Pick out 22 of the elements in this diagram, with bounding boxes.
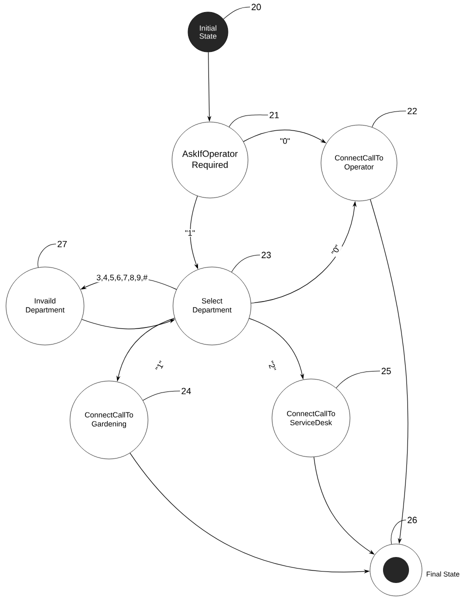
callout-number: 20 bbox=[252, 4, 261, 10]
callout-number: 23 bbox=[262, 252, 271, 258]
edge-label: "1" bbox=[184, 229, 196, 237]
callout-number: 26 bbox=[408, 516, 417, 524]
leader-line bbox=[336, 370, 380, 388]
leader-line bbox=[390, 520, 406, 544]
leader-line bbox=[231, 254, 260, 272]
edge-label: "0" bbox=[278, 137, 292, 145]
leader-line bbox=[223, 6, 250, 20]
edge-label: "2" bbox=[266, 359, 278, 373]
callout-number: 27 bbox=[58, 240, 67, 248]
edge-label: "0" bbox=[330, 242, 342, 258]
callout-number: 22 bbox=[408, 108, 417, 114]
leader-line bbox=[38, 244, 56, 268]
callout-number: 21 bbox=[270, 112, 279, 118]
leader-line bbox=[372, 110, 406, 128]
callout-number: 24 bbox=[182, 388, 191, 394]
callout-number: 25 bbox=[382, 368, 391, 374]
leader-line bbox=[228, 114, 268, 128]
edge-label: 3,4,5,6,7,8,9,# bbox=[95, 274, 149, 282]
edge-label: "1" bbox=[154, 358, 166, 374]
leader-line bbox=[142, 390, 180, 401]
